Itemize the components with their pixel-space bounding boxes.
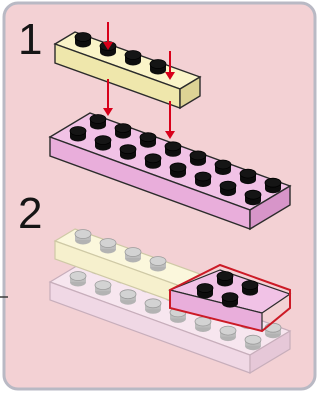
- stud: [241, 280, 259, 296]
- stud: [164, 141, 182, 157]
- brick-side-face: [179, 75, 201, 110]
- step-1-scene: [48, 22, 292, 231]
- stud: [196, 283, 214, 299]
- new-brick-studs: [196, 271, 259, 308]
- stud: [149, 59, 167, 75]
- stud: [264, 177, 282, 194]
- ghost-brick-studs: [74, 229, 167, 272]
- stud: [144, 298, 162, 314]
- stud: [99, 238, 117, 254]
- stud: [144, 153, 162, 169]
- stud: [244, 189, 262, 206]
- plate-studs: [69, 114, 282, 206]
- stud: [94, 280, 112, 296]
- down-arrow-icon: [165, 51, 175, 80]
- down-arrow-icon: [165, 101, 175, 139]
- pink-plate-2x8: [48, 112, 292, 231]
- stud: [244, 334, 262, 351]
- placement-highlight-outline: [169, 263, 291, 333]
- stud: [124, 247, 142, 263]
- stud: [219, 180, 237, 197]
- stud: [94, 135, 112, 151]
- ghost-plate-side: [249, 329, 291, 375]
- plate-side-face: [249, 184, 291, 231]
- down-arrow-icon: [103, 22, 113, 50]
- stud: [194, 316, 212, 332]
- stud: [264, 322, 282, 339]
- stud: [221, 292, 239, 308]
- step-2-number: 2: [18, 189, 42, 238]
- stud: [169, 307, 187, 323]
- stud: [74, 32, 92, 48]
- stud: [139, 132, 157, 148]
- stud: [189, 150, 207, 166]
- stud: [69, 271, 87, 287]
- stud: [74, 229, 92, 245]
- stud: [216, 271, 234, 287]
- stud: [169, 162, 187, 178]
- step-1-number: 1: [18, 15, 42, 64]
- guide-arrows: [103, 22, 175, 139]
- stud: [214, 159, 232, 175]
- stud: [124, 50, 142, 66]
- stud: [119, 144, 137, 160]
- down-arrow-icon: [103, 79, 113, 116]
- stud: [69, 126, 87, 142]
- stud: [239, 168, 257, 185]
- stud: [149, 256, 167, 272]
- stud: [219, 325, 237, 342]
- step-2-scene: [48, 228, 292, 375]
- stud: [119, 289, 137, 305]
- stud: [194, 171, 212, 187]
- new-pink-brick-2x2: [168, 263, 292, 333]
- stud: [89, 114, 107, 130]
- stud: [114, 123, 132, 139]
